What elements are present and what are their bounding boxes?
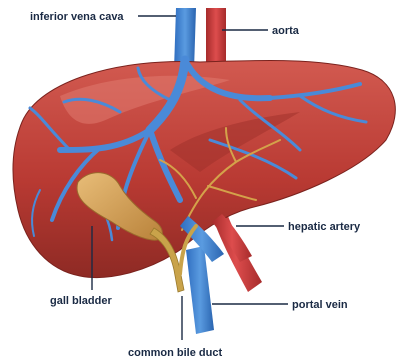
label-aorta: aorta <box>272 25 300 37</box>
label-hepatic-artery: hepatic artery <box>288 221 361 233</box>
label-common-bile-duct: common bile duct <box>128 347 222 359</box>
label-gall-bladder: gall bladder <box>50 295 112 307</box>
portal-vein-vessel <box>186 246 214 334</box>
label-inferior-vena-cava: inferior vena cava <box>30 11 124 23</box>
aorta-vessel <box>206 8 226 70</box>
label-portal-vein: portal vein <box>292 299 348 311</box>
